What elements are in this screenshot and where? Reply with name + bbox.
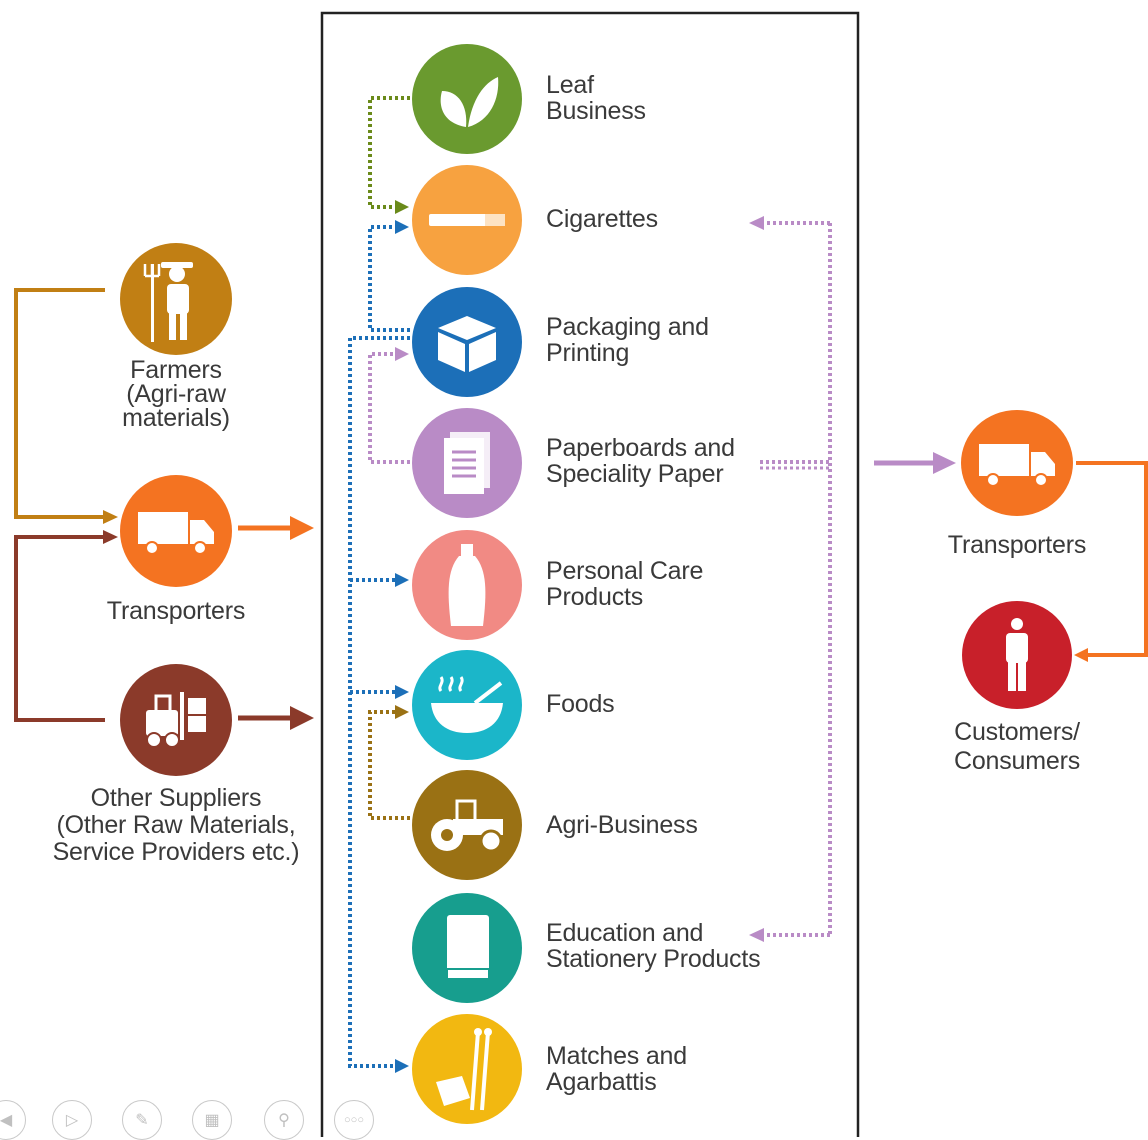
slides-grid-icon[interactable]: ▦ bbox=[192, 1100, 232, 1140]
cigarette-icon bbox=[412, 165, 522, 275]
agri-business-label: Agri-Business bbox=[546, 811, 698, 839]
left-transporters-label: Transporters bbox=[106, 597, 246, 625]
previous-icon[interactable]: ◀ bbox=[0, 1100, 26, 1140]
leaf-business-label: Leaf Business bbox=[546, 71, 646, 125]
document-icon bbox=[412, 408, 522, 518]
bowl-icon bbox=[412, 650, 522, 760]
personal-care-label: Personal Care Products bbox=[546, 557, 704, 611]
customers-label: Customers/ Consumers bbox=[953, 718, 1081, 775]
play-icon[interactable]: ▷ bbox=[52, 1100, 92, 1140]
suppliers-connector bbox=[14, 535, 105, 722]
packaging-printing-label: Packaging and Printing bbox=[546, 313, 709, 367]
pen-icon[interactable]: ✎ bbox=[122, 1100, 162, 1140]
zoom-icon[interactable]: ⚲ bbox=[264, 1100, 304, 1140]
education-label: Education and Stationery Products bbox=[546, 919, 761, 973]
truck-icon bbox=[120, 475, 232, 587]
foods-label: Foods bbox=[546, 690, 615, 718]
transporters-to-customers-connector bbox=[1076, 461, 1148, 657]
leaf-icon bbox=[412, 44, 522, 154]
more-options-icon[interactable]: ○○○ bbox=[334, 1100, 374, 1140]
viewer-toolbar: ◀ ▷ ✎ ▦ ⚲ ○○○ bbox=[0, 1092, 400, 1140]
farmers-label: Farmers (Agri-raw materials) bbox=[122, 356, 230, 432]
farmer-icon bbox=[120, 243, 232, 355]
person-icon bbox=[962, 601, 1072, 709]
matches-label: Matches and Agarbattis bbox=[546, 1042, 687, 1096]
box-icon bbox=[412, 287, 522, 397]
farmers-connector bbox=[14, 288, 105, 519]
forklift-icon bbox=[120, 664, 232, 776]
right-transporters-label: Transporters bbox=[947, 531, 1087, 559]
bottle-icon bbox=[412, 530, 522, 640]
other-suppliers-label: Other Suppliers (Other Raw Materials, Se… bbox=[52, 784, 300, 866]
matches-icon bbox=[412, 1014, 522, 1124]
cigarettes-label: Cigarettes bbox=[546, 205, 658, 233]
right-truck-icon bbox=[961, 410, 1073, 516]
book-icon bbox=[412, 893, 522, 1003]
tractor-icon bbox=[412, 770, 522, 880]
center-frame bbox=[320, 11, 860, 1137]
paperboards-label: Paperboards and Speciality Paper bbox=[546, 434, 735, 488]
